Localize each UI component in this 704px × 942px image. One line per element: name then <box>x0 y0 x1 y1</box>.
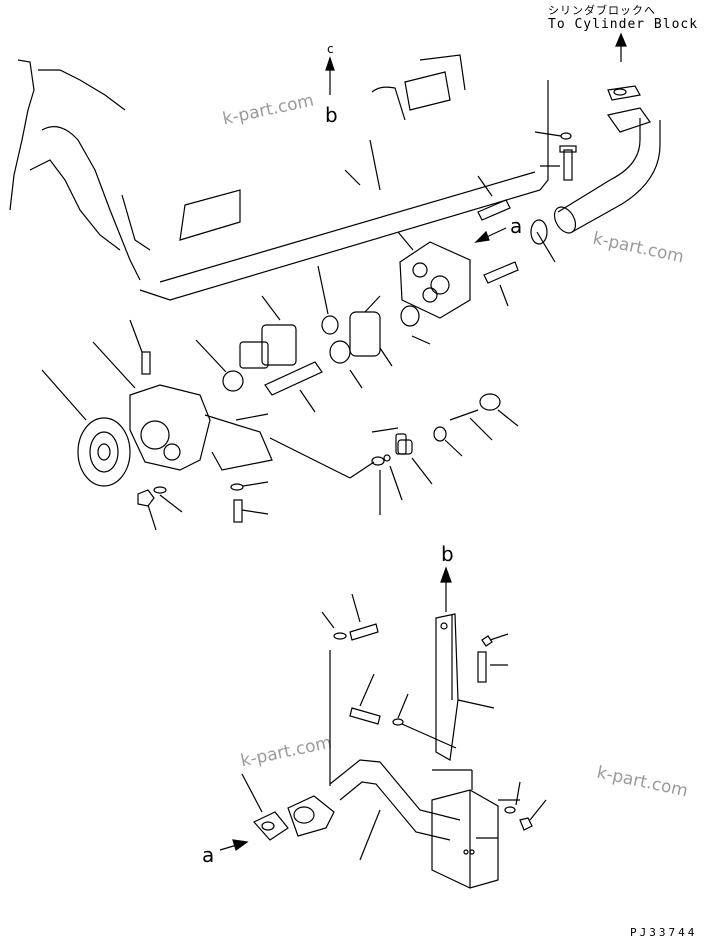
arrow-ref-a-pump <box>474 227 507 243</box>
upper-pipe <box>530 85 661 263</box>
drive-gear <box>41 369 131 487</box>
arrow-ref-a-lower <box>219 839 249 851</box>
ref-b-label-lower: b <box>441 542 454 566</box>
ref-a-label-lower: a <box>202 843 215 867</box>
destination-label-jp: シリンダブロックへ <box>548 4 656 17</box>
arrow-to-cylinder-block <box>615 32 627 62</box>
gears <box>195 265 431 413</box>
pump-housing <box>92 319 273 471</box>
lower-fasteners <box>321 593 457 749</box>
suction-bracket <box>435 613 509 761</box>
lower-pipe <box>241 650 461 861</box>
ref-c-label: c <box>327 42 334 56</box>
strainer <box>431 769 547 889</box>
destination-label-en: To Cylinder Block <box>548 17 699 32</box>
arrow-ref-b-lower <box>440 566 452 612</box>
oil-pump-cover <box>397 231 471 319</box>
pipe-bolt <box>534 131 577 181</box>
ref-a-label-pump: a <box>510 214 523 238</box>
relief-valve <box>269 393 519 515</box>
arrow-ref-c <box>325 56 335 95</box>
pump-bolts <box>477 175 519 307</box>
ref-b-label-top: b <box>325 103 338 127</box>
housing-fasteners <box>137 413 269 531</box>
cylinder-block <box>9 54 549 301</box>
drawing-code: PJ33744 <box>630 926 698 939</box>
